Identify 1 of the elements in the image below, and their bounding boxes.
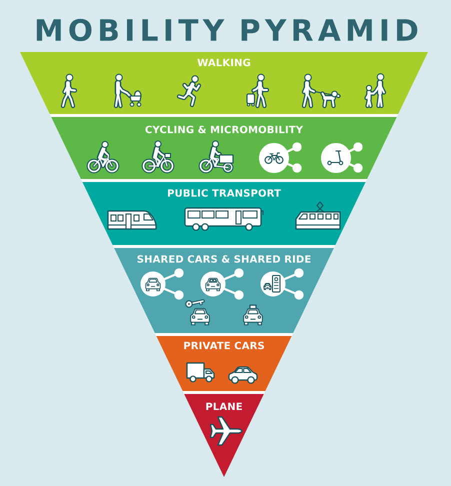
title: MOBILITY PYRAMID <box>36 18 418 42</box>
